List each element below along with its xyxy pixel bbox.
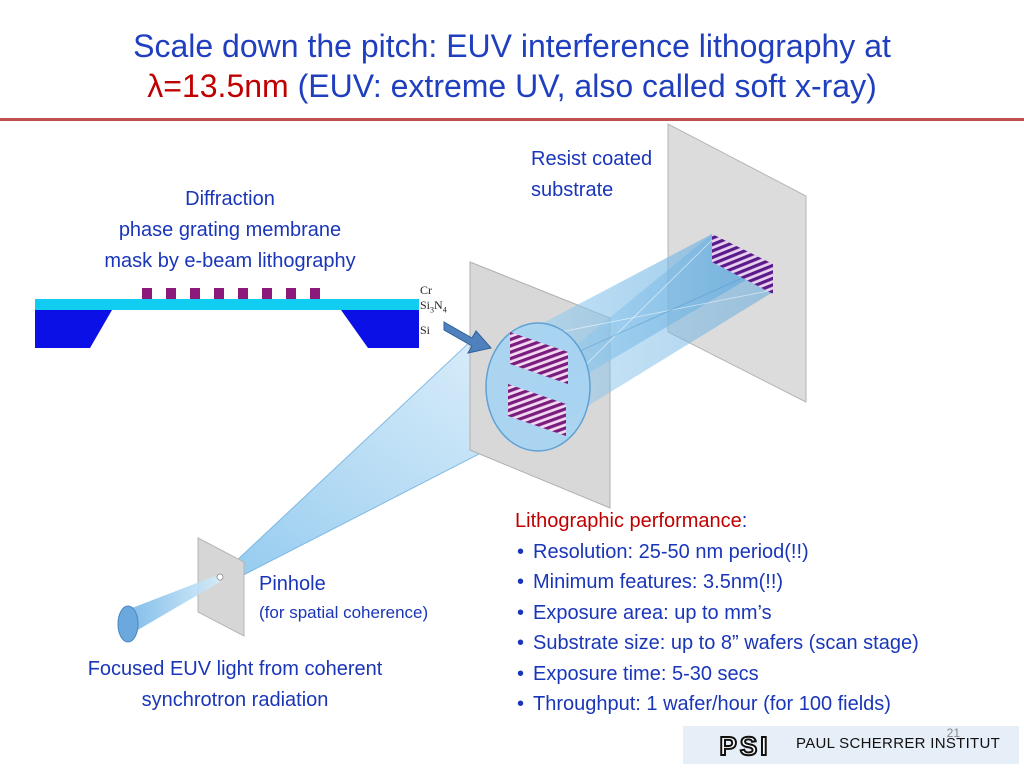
performance-list: Resolution: 25-50 nm period(!!) Minimum … [515,537,995,720]
silicon-frame-left [35,310,112,348]
list-item: Throughput: 1 wafer/hour (for 100 fields… [515,689,995,720]
list-item: Exposure time: 5-30 secs [515,659,995,690]
pinhole [216,573,224,581]
layer-label-cr: Cr [420,283,432,297]
list-item: Substrate size: up to 8” wafers (scan st… [515,628,995,659]
list-item: Resolution: 25-50 nm period(!!) [515,537,995,568]
focused-euv-cone-base [117,605,139,643]
list-item: Minimum features: 3.5nm(!!) [515,567,995,598]
resist-label: Resist coated substrate [531,144,691,206]
pinhole-label-title: Pinhole [259,573,326,595]
membrane-cross-section [35,288,419,348]
mask-label-line-2: phase grating membrane [118,219,342,241]
layer-label-si: Si [420,323,431,337]
mask-grating-lower [508,384,566,436]
title-lambda: λ=13.5nm [147,68,289,104]
slide-title: Scale down the pitch: EUV interference l… [0,26,1024,106]
title-line-2: λ=13.5nm (EUV: extreme UV, also called s… [0,66,1024,106]
mask-grating-upper [510,332,568,384]
mask-label-line-3: mask by e-beam lithography [104,250,356,272]
silicon-frame-right [341,310,419,348]
list-item: Exposure area: up to mm’s [515,598,995,629]
footer-bar [683,726,1019,764]
chromium-grating [142,288,320,299]
pinhole-label: Pinhole (for spatial coherence) [259,569,489,626]
psi-logo-letters: PSI [720,732,771,760]
performance-panel: Lithographic performance: Resolution: 25… [515,506,995,720]
page-number: 21 [946,726,960,740]
title-divider [0,118,1024,121]
institute-name: PAUL SCHERRER INSTITUT [796,735,1001,752]
membrane-layer [35,299,419,310]
focused-euv-cone [124,576,220,638]
euv-source-label: Focused EUV light from coherent synchrot… [40,654,430,716]
pointer-arrow [443,321,492,354]
euv-source-label-line-1: Focused EUV light from coherent [87,658,383,680]
mask-label-line-1: Diffraction [185,188,275,210]
performance-heading: Lithographic performance: [515,510,748,532]
resist-label-line-2: substrate [531,179,614,201]
interference-pattern [712,234,773,294]
mask-label: Diffraction phase grating membrane mask … [70,184,390,277]
psi-logo: PSI [719,732,771,760]
title-line-1: Scale down the pitch: EUV interference l… [133,28,891,64]
resist-label-line-1: Resist coated [531,148,653,170]
title-line-2-rest: (EUV: extreme UV, also called soft x-ray… [288,68,877,104]
euv-source-label-line-2: synchrotron radiation [141,689,329,711]
layer-label-si3n4: Si3N4 [420,298,447,315]
pinhole-label-note: (for spatial coherence) [259,603,429,622]
